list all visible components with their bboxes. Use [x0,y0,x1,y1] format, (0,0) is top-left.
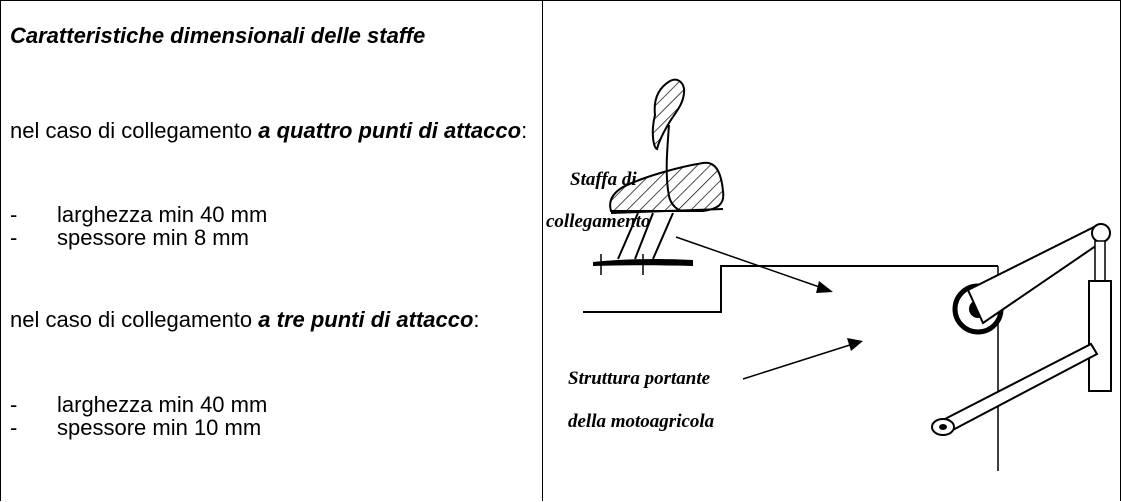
arrow-head [847,338,863,351]
list-item-text: spessore min 10 mm [57,415,262,440]
list-item: - larghezza min 40 mm [10,393,267,416]
list-four-points: - larghezza min 40 mm - spessore min 8 mm [10,203,267,249]
label-structure-line2: della motoagricola [568,411,715,432]
label-bracket-line2: collegamento [546,211,651,232]
lower-arm [939,342,1099,435]
paragraph-suffix: : [521,118,528,143]
tractor-seat-diagram [583,78,1112,471]
bullet-dash: - [10,415,18,440]
cylinder-body [1088,280,1112,392]
paragraph-emphasis: a quattro punti di attacco [258,118,522,143]
bullet-dash: - [10,225,18,250]
seat-backrest [651,78,686,151]
upper-arm [966,224,1105,325]
label-structure-line1: Struttura portante [568,368,711,389]
list-item: - spessore min 10 mm [10,416,267,439]
cylinder-rod [1094,240,1106,282]
list-item-text: larghezza min 40 mm [57,202,268,227]
label-bracket-line1: Staffa di [570,169,637,190]
list-item-text: spessore min 8 mm [57,225,249,250]
list-item: - larghezza min 40 mm [10,203,267,226]
bullet-dash: - [10,392,18,417]
section-title: Caratteristiche dimensionali delle staff… [10,23,426,48]
paragraph-suffix: : [473,307,480,332]
list-item: - spessore min 8 mm [10,226,267,249]
text-cell: Caratteristiche dimensionali delle staff… [0,0,543,501]
arrow-head [816,281,833,293]
seat-frame [665,124,684,212]
paragraph-emphasis: a tre punti di attacco [258,307,474,332]
paragraph-prefix: nel caso di collegamento [10,118,259,143]
paragraph-three-points: nel caso di collegamento a tre punti di … [10,297,530,343]
list-item-text: larghezza min 40 mm [57,392,268,417]
structure-outline [583,265,998,313]
list-three-points: - larghezza min 40 mm - spessore min 10 mm [10,393,267,439]
paragraph-prefix: nel caso di collegamento [10,307,259,332]
figure-cell: Staffa di collegamento Struttura portant… [542,0,1121,501]
paragraph-four-points: nel caso di collegamento a quattro punti… [10,108,530,154]
bullet-dash: - [10,202,18,227]
